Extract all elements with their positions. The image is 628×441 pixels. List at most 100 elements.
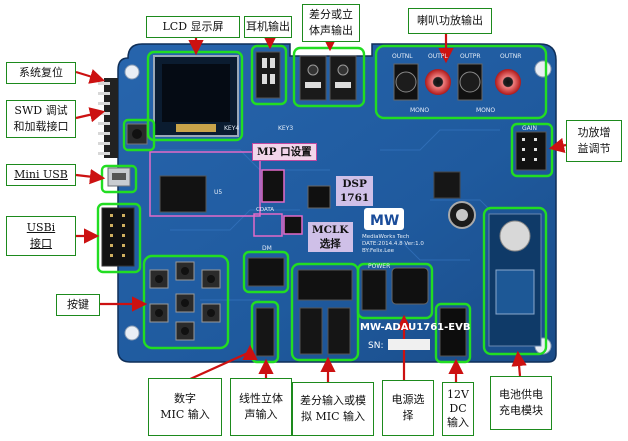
sn-field [388, 339, 430, 350]
silk-key4: KEY4 [224, 125, 239, 132]
callout-dc12v-line3: 输入 [447, 415, 469, 429]
callout-digital-mic-line1: 数字 [174, 392, 196, 406]
swd-header [98, 78, 118, 158]
mclk-jumpers [283, 215, 303, 235]
pcb-traces [160, 129, 500, 301]
diff-out-jacks [299, 55, 357, 101]
silk-outnr: OUTNR [500, 53, 521, 60]
callout-speaker: 喇叭功放输出 [408, 8, 492, 34]
mclk-label: MCLK 选择 [308, 222, 353, 253]
callout-line-in: 线性立体 声输入 [230, 378, 292, 436]
callout-arrows [75, 33, 567, 382]
silk-board-name: MW-ADAU1761-EVB [360, 322, 470, 333]
gain-jumpers [515, 131, 547, 171]
mp-jumpers [261, 169, 285, 203]
callout-keys-text: 按键 [67, 298, 89, 312]
callout-battery-line2: 充电模块 [499, 404, 543, 417]
dc-jack [439, 307, 467, 357]
callout-mini-usb-text: Mini USB [14, 168, 68, 182]
callout-reset-text: 系统复位 [19, 66, 63, 80]
callout-gain: 功放增 益调节 [566, 120, 622, 162]
callout-usbi-line2: 接口 [30, 237, 52, 250]
mounting-hole [124, 325, 140, 341]
silk-cdata: CDATA [256, 207, 274, 213]
headphone-jacks [255, 51, 281, 99]
silk-maker: MediaWorks Tech [362, 234, 410, 240]
callout-swd: SWD 调试 和加载接口 [6, 100, 76, 138]
reset-button-cap [132, 129, 142, 139]
silk-sn: SN: [368, 341, 383, 351]
dsp-label: DSP 1761 [336, 176, 374, 207]
digital-mic-header [247, 257, 285, 287]
callout-power-select: 电源选 择 [382, 380, 434, 436]
callout-gain-line1: 功放增 [577, 126, 611, 140]
lcd-display [153, 55, 239, 137]
callout-usbi: USBi 接口 [6, 216, 76, 256]
key-buttons [149, 261, 221, 341]
mp-setting-label: MP 口设置 [252, 143, 317, 162]
silk-mono-l: MONO [410, 107, 429, 114]
callout-digital-mic-line2: MIC 输入 [160, 408, 210, 421]
callout-reset: 系统复位 [6, 62, 76, 84]
callout-diff-out-line1: 差分或立 [309, 8, 353, 22]
mcu-chip [159, 175, 207, 213]
callout-battery-line1: 电池供电 [499, 388, 543, 402]
silk-power: POWER [368, 263, 390, 270]
mp-setting-text: MP 口设置 [257, 146, 312, 158]
mclk-label-line2: 选择 [319, 238, 341, 251]
callout-mini-usb: Mini USB [6, 164, 76, 186]
silk-dm: DM [262, 245, 272, 252]
silk-u5: U5 [214, 189, 222, 196]
mclk-label-line1: MCLK [312, 224, 349, 236]
callout-power-select-line2: 择 [402, 409, 414, 422]
callout-headphone: 耳机输出 [244, 16, 292, 38]
speaker-terminals [393, 63, 521, 101]
inductor [391, 267, 429, 305]
mw-logo-badge [364, 208, 404, 230]
mounting-hole [534, 60, 552, 78]
silk-outpr: OUTPR [460, 53, 481, 60]
silk-outpl: OUTPL [428, 53, 448, 60]
line-in-jack [255, 307, 275, 357]
callout-power-select-line1: 电源选 [391, 393, 425, 407]
amp-chip [433, 171, 461, 199]
callout-diff-mic-line1: 差分输入或模 [300, 394, 366, 408]
silk-date: DATE:2014.4.8 Ver:1.0 [362, 241, 424, 247]
silk-by: BY:Felix.Lee [362, 248, 395, 254]
mp-region-highlight [149, 151, 261, 217]
callout-digital-mic: 数字 MIC 输入 [148, 378, 222, 436]
callout-dc12v: 12V DC 输入 [442, 382, 474, 436]
callout-diff-out-line2: 体声输出 [309, 24, 353, 37]
callout-diff-out: 差分或立 体声输出 [302, 4, 360, 42]
callout-diff-mic-line2: 拟 MIC 输入 [300, 410, 366, 423]
callout-dc12v-line2: DC [449, 402, 467, 416]
silk-key3: KEY3 [278, 125, 293, 132]
dsp-label-line2: 1761 [340, 192, 370, 205]
callout-swd-line1: SWD 调试 [14, 104, 68, 118]
callout-keys: 按键 [56, 294, 100, 316]
callout-battery: 电池供电 充电模块 [490, 376, 552, 430]
usbi-header [101, 207, 135, 267]
dsp-chip [307, 185, 331, 209]
callout-swd-line2: 和加载接口 [13, 120, 69, 133]
callout-gain-line2: 益调节 [577, 142, 611, 155]
battery-holder [488, 213, 542, 347]
callout-lcd: LCD 显示屏 [146, 16, 240, 38]
silk-mono-r: MONO [476, 107, 495, 114]
callout-usbi-line1: USBi [26, 221, 56, 235]
cdata-region-highlight [253, 213, 283, 237]
callout-dc12v-line1: 12V [447, 388, 469, 402]
diff-mic-jacks [297, 269, 353, 355]
mw-logo: MW [370, 213, 399, 229]
callout-diff-mic: 差分输入或模 拟 MIC 输入 [292, 382, 374, 436]
dsp-label-line1: DSP [342, 178, 367, 190]
silk-outnl: OUTNL [392, 53, 413, 60]
callout-headphone-text: 耳机输出 [246, 20, 290, 34]
silk-gain: GAIN [522, 125, 537, 132]
callout-line-in-line2: 声输入 [244, 408, 278, 421]
callout-line-in-line1: 线性立体 [239, 392, 283, 406]
mounting-hole [124, 64, 140, 80]
callout-lcd-text: LCD 显示屏 [162, 20, 224, 34]
power-select-header [361, 269, 387, 311]
